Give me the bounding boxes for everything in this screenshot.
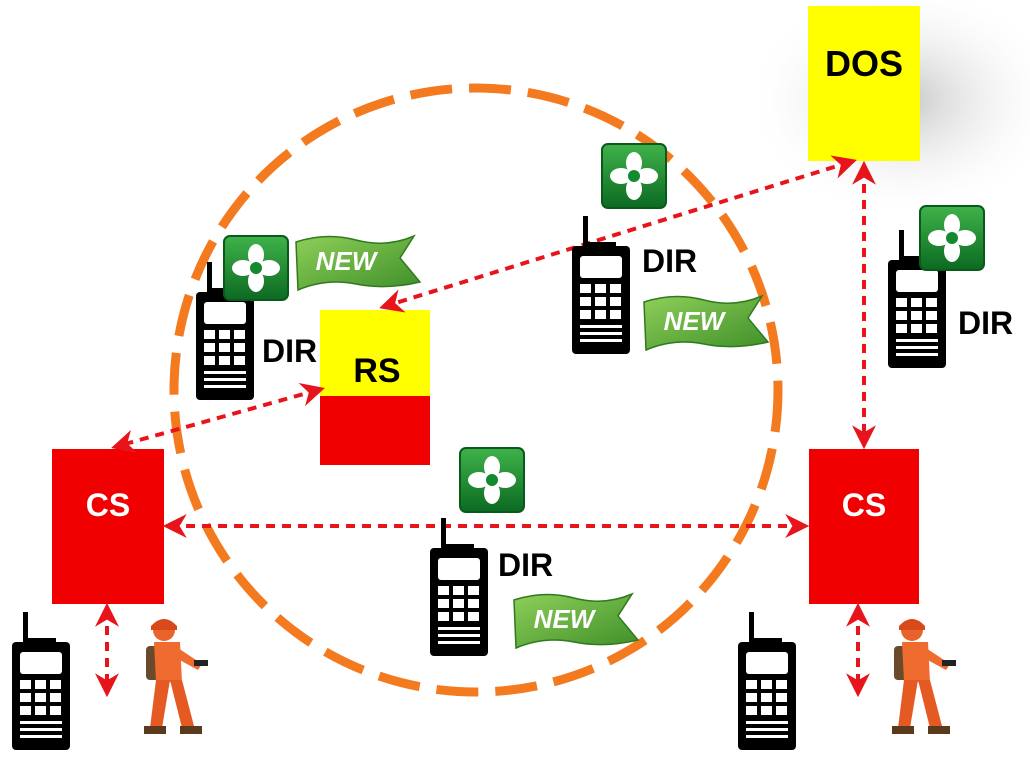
handheld-radio-icon — [12, 612, 70, 750]
new-label: NEW — [534, 604, 597, 634]
cs-right-label: CS — [842, 487, 886, 523]
handheld-radio-icon — [430, 518, 488, 656]
fan-badge-icon — [601, 143, 667, 209]
dos-label: DOS — [825, 43, 903, 84]
new-label: NEW — [316, 246, 379, 276]
fan-badge-icon — [223, 235, 289, 301]
cs-right-node: CS — [809, 449, 919, 604]
dir-label: DIR — [958, 305, 1013, 341]
rs-node: RS — [320, 310, 430, 465]
dir-label: DIR — [262, 333, 317, 369]
radio-unit-bottom: NEW DIR — [430, 447, 639, 656]
radio-unit-right: DIR — [888, 205, 1013, 368]
arrow-dos-rs — [379, 155, 857, 313]
dir-label: DIR — [498, 547, 553, 583]
firefighter-icon — [144, 619, 208, 734]
dir-label: DIR — [642, 243, 697, 279]
new-label: NEW — [664, 306, 727, 336]
dos-node: DOS — [808, 6, 920, 161]
arrow-rs-cs-left — [111, 382, 325, 454]
radio-unit-top: NEW DIR — [572, 143, 769, 354]
fan-badge-icon — [459, 447, 525, 513]
rs-label: RS — [353, 352, 400, 390]
firefighter-icon — [892, 619, 956, 734]
fan-badge-icon — [919, 205, 985, 271]
handheld-radio-icon — [572, 216, 630, 354]
radio-unit-left: NEW DIR — [196, 235, 421, 400]
cs-left-label: CS — [86, 487, 130, 523]
cs-left-node: CS — [52, 449, 164, 604]
handheld-radio-icon — [738, 612, 796, 750]
